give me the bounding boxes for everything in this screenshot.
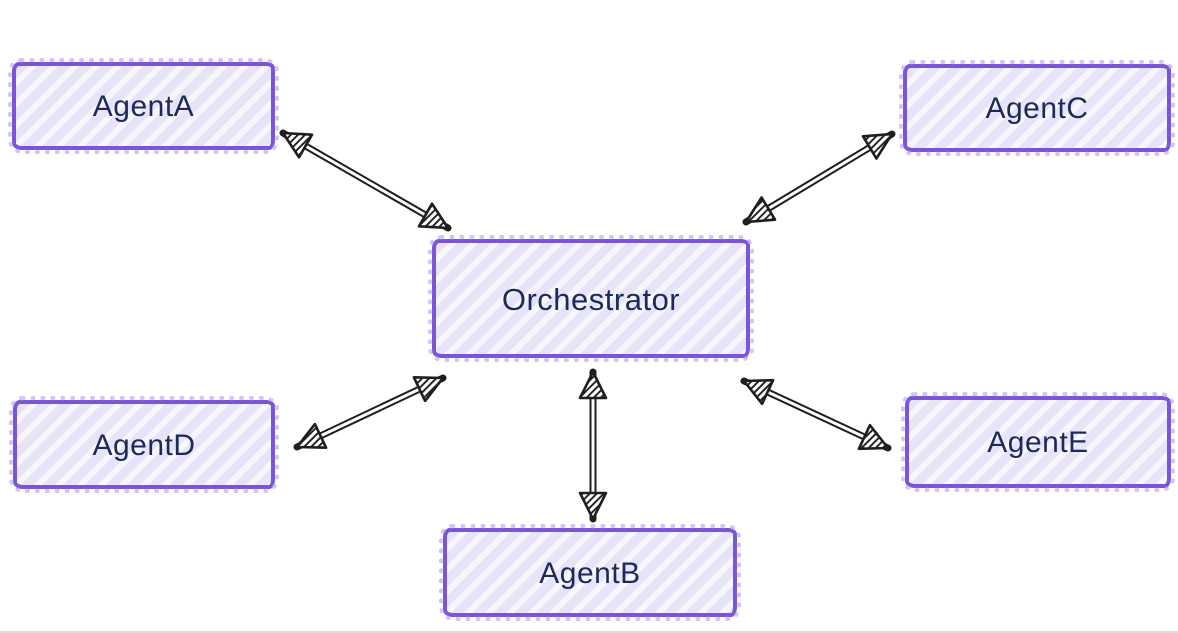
node-agent-e[interactable]: AgentE bbox=[901, 392, 1175, 492]
arrowhead-icon bbox=[742, 378, 775, 406]
node-agent-d-label: AgentD bbox=[92, 428, 196, 462]
node-agent-c[interactable]: AgentC bbox=[899, 60, 1175, 156]
bottom-divider bbox=[0, 631, 1178, 633]
node-agent-a-label: AgentA bbox=[92, 90, 195, 123]
arrowhead-icon bbox=[417, 202, 450, 230]
arrow-agentc-orchestrator[interactable] bbox=[742, 130, 896, 226]
arrow-agente-orchestrator[interactable] bbox=[740, 377, 892, 452]
node-agent-e-label: AgentE bbox=[987, 426, 1089, 459]
arrowhead-icon bbox=[578, 491, 608, 521]
node-orchestrator-label: Orchestrator bbox=[501, 281, 681, 317]
arrowhead-icon bbox=[295, 422, 328, 450]
node-agent-d[interactable]: AgentD bbox=[9, 396, 279, 493]
arrowhead-icon bbox=[281, 131, 314, 159]
node-agent-a[interactable]: AgentA bbox=[8, 58, 279, 154]
node-agent-c-label: AgentC bbox=[985, 92, 1089, 125]
arrow-agentd-orchestrator[interactable] bbox=[293, 374, 447, 451]
arrow-agenta-orchestrator[interactable] bbox=[279, 129, 452, 232]
arrow-agentb-orchestrator[interactable] bbox=[578, 368, 608, 523]
arrowhead-icon bbox=[861, 132, 894, 160]
node-agent-b[interactable]: AgentB bbox=[439, 524, 741, 621]
node-agent-b-label: AgentB bbox=[539, 556, 641, 590]
arrowhead-icon bbox=[412, 375, 445, 403]
arrowhead-icon bbox=[857, 423, 890, 451]
arrowhead-icon bbox=[578, 370, 608, 400]
node-orchestrator[interactable]: Orchestrator bbox=[428, 235, 754, 362]
arrowhead-icon bbox=[744, 196, 777, 224]
